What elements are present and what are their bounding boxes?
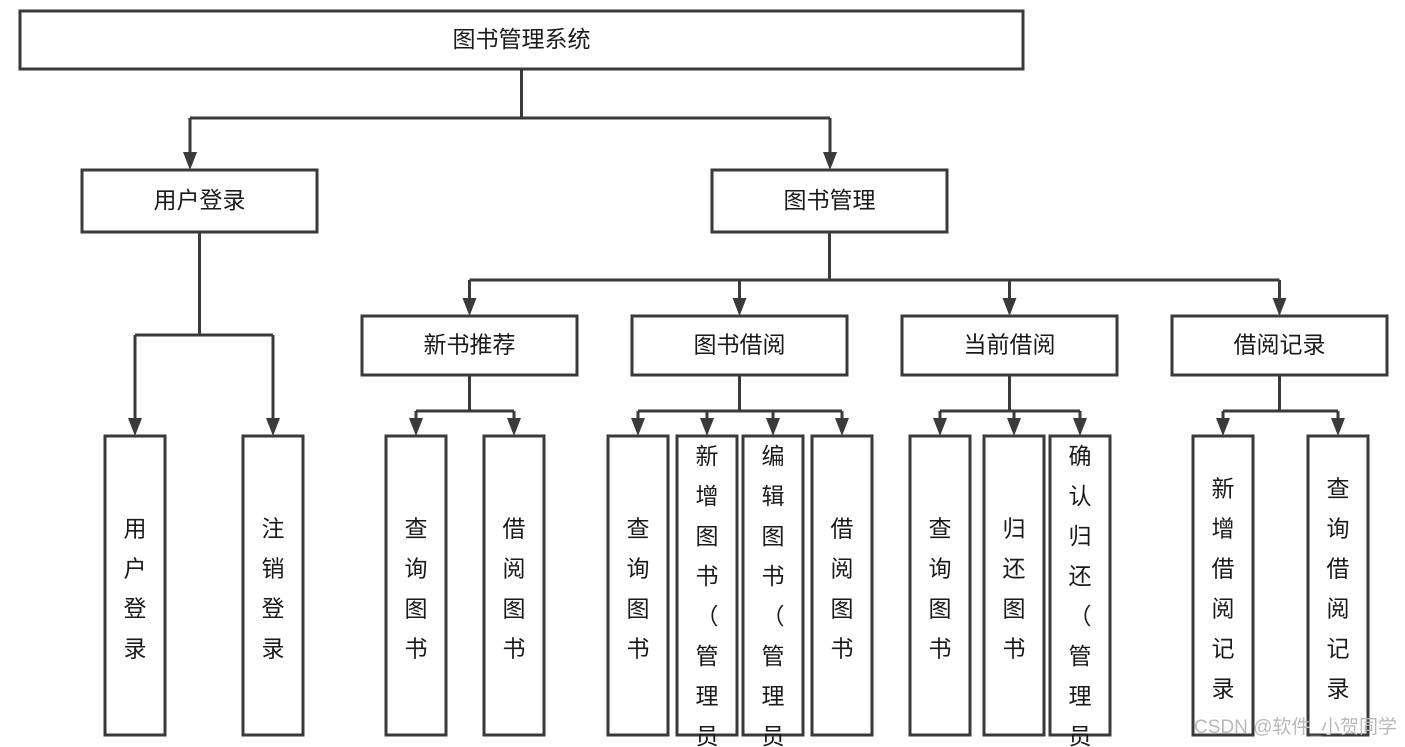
arrow-head-icon	[409, 418, 423, 436]
node-root[interactable]: 图书管理系统	[18, 9, 1025, 71]
node-box-leaf-recommend-borrow-book[interactable]	[482, 434, 546, 737]
node-box-leaf-recommend-query-book[interactable]	[384, 434, 448, 737]
node-box-leaf-current-query-book[interactable]	[908, 434, 972, 737]
node-label-leaf-borrow-add-book: 新增图书（管理员）	[696, 443, 719, 747]
node-box-leaf-records-add-record[interactable]	[1191, 434, 1255, 737]
node-label-book-borrow: 图书借阅	[694, 332, 786, 358]
node-label-leaf-borrow-borrow-book: 借阅图书	[831, 516, 854, 662]
arrow-head-icon	[266, 418, 280, 436]
node-leaf-current-return-book[interactable]: 归还图书	[982, 434, 1046, 737]
arrow-head-icon	[1331, 418, 1345, 436]
node-leaf-records-add-record[interactable]: 新增借阅记录	[1191, 434, 1255, 737]
node-leaf-borrow-borrow-book[interactable]: 借阅图书	[810, 434, 874, 737]
node-label-leaf-recommend-query-book: 查询图书	[405, 516, 428, 662]
arrowheads-layer	[128, 152, 1345, 436]
node-label-current-borrow: 当前借阅	[964, 332, 1056, 358]
node-leaf-user-logout[interactable]: 注销登录	[241, 434, 305, 737]
node-label-leaf-records-add-record: 新增借阅记录	[1212, 476, 1235, 702]
node-leaf-user-login[interactable]: 用户登录	[103, 434, 167, 737]
node-box-leaf-current-confirm-return[interactable]	[1048, 434, 1112, 737]
node-book-management[interactable]: 图书管理	[710, 168, 949, 234]
node-book-borrow[interactable]: 图书借阅	[630, 314, 849, 377]
node-leaf-current-query-book[interactable]: 查询图书	[908, 434, 972, 737]
node-box-leaf-borrow-add-book[interactable]	[675, 434, 739, 737]
node-leaf-borrow-query-book[interactable]: 查询图书	[606, 434, 670, 737]
node-box-user-login[interactable]	[80, 168, 319, 234]
node-box-book-management[interactable]	[710, 168, 949, 234]
node-current-borrow[interactable]: 当前借阅	[900, 314, 1119, 377]
arrow-head-icon	[700, 418, 714, 436]
node-label-root: 图书管理系统	[453, 26, 591, 52]
node-leaf-recommend-borrow-book[interactable]: 借阅图书	[482, 434, 546, 737]
node-box-leaf-user-login[interactable]	[103, 434, 167, 737]
node-box-book-borrow[interactable]	[630, 314, 849, 377]
arrow-head-icon	[766, 418, 780, 436]
node-user-login[interactable]: 用户登录	[80, 168, 319, 234]
nodes-layer: 图书管理系统用户登录图书管理新书推荐图书借阅当前借阅借阅记录用户登录注销登录查询…	[18, 9, 1389, 747]
node-box-leaf-borrow-edit-book[interactable]	[741, 434, 805, 737]
node-box-leaf-user-logout[interactable]	[241, 434, 305, 737]
arrow-head-icon	[1073, 418, 1087, 436]
node-box-new-book-recommend[interactable]	[360, 314, 579, 377]
arrow-head-icon	[507, 418, 521, 436]
arrow-head-icon	[823, 152, 837, 170]
arrow-head-icon	[183, 152, 197, 170]
node-leaf-current-confirm-return[interactable]: 确认归还（管理员）	[1048, 434, 1112, 747]
node-leaf-recommend-query-book[interactable]: 查询图书	[384, 434, 448, 737]
node-label-leaf-user-login: 用户登录	[124, 516, 147, 662]
arrow-head-icon	[732, 298, 747, 316]
watermark-label: CSDN @软件_小贺同学	[1194, 716, 1397, 738]
node-label-leaf-current-return-book: 归还图书	[1003, 516, 1026, 662]
arrow-head-icon	[1002, 298, 1017, 316]
node-label-user-login: 用户登录	[154, 187, 246, 213]
node-leaf-borrow-add-book[interactable]: 新增图书（管理员）	[675, 434, 739, 747]
node-label-borrow-records: 借阅记录	[1234, 332, 1326, 358]
node-label-leaf-recommend-borrow-book: 借阅图书	[503, 516, 526, 662]
node-label-new-book-recommend: 新书推荐	[424, 332, 516, 358]
node-box-leaf-borrow-query-book[interactable]	[606, 434, 670, 737]
node-label-leaf-current-confirm-return: 确认归还（管理员）	[1069, 443, 1092, 747]
arrow-head-icon	[1272, 298, 1287, 316]
arrow-head-icon	[631, 418, 645, 436]
node-box-leaf-current-return-book[interactable]	[982, 434, 1046, 737]
node-leaf-borrow-edit-book[interactable]: 编辑图书（管理员）	[741, 434, 805, 747]
arrow-head-icon	[933, 418, 947, 436]
node-label-leaf-user-logout: 注销登录	[262, 516, 285, 662]
node-label-leaf-borrow-query-book: 查询图书	[627, 516, 650, 662]
node-box-leaf-records-query-record[interactable]	[1306, 434, 1370, 737]
node-box-borrow-records[interactable]	[1170, 314, 1389, 377]
arrow-head-icon	[128, 418, 142, 436]
node-label-leaf-current-query-book: 查询图书	[929, 516, 952, 662]
node-leaf-records-query-record[interactable]: 查询借阅记录	[1306, 434, 1370, 737]
arrow-head-icon	[1007, 418, 1021, 436]
node-new-book-recommend[interactable]: 新书推荐	[360, 314, 579, 377]
node-label-leaf-records-query-record: 查询借阅记录	[1327, 476, 1350, 702]
arrow-head-icon	[835, 418, 849, 436]
arrow-head-icon	[462, 298, 477, 316]
arrow-head-icon	[1216, 418, 1230, 436]
node-box-current-borrow[interactable]	[900, 314, 1119, 377]
node-borrow-records[interactable]: 借阅记录	[1170, 314, 1389, 377]
node-box-leaf-borrow-borrow-book[interactable]	[810, 434, 874, 737]
node-label-leaf-borrow-edit-book: 编辑图书（管理员）	[762, 443, 785, 747]
node-box-root[interactable]	[18, 9, 1025, 71]
node-label-book-management: 图书管理	[784, 187, 876, 213]
